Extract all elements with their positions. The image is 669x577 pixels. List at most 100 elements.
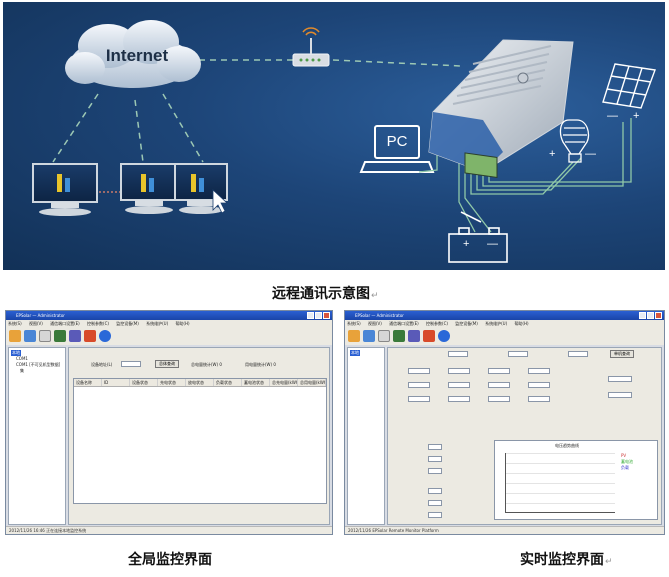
tree-item[interactable]: COM1 <box>16 356 28 361</box>
chart-icon[interactable] <box>393 330 405 342</box>
router-icon <box>292 27 330 67</box>
menu-monitor[interactable]: 监控设备(M) <box>116 321 139 326</box>
col-device-state[interactable]: 设备状态 <box>130 379 158 386</box>
maximize-button[interactable] <box>647 312 654 319</box>
menu-maintenance[interactable]: 系统维护(U) <box>146 321 169 326</box>
readout-field <box>528 382 550 388</box>
realtime-toolbar <box>345 327 664 345</box>
menu-system[interactable]: 系统(S) <box>347 321 361 326</box>
menu-view[interactable]: 视图(V) <box>367 321 382 326</box>
lamp-minus-label: — <box>585 148 596 160</box>
diagram-drawing <box>32 20 656 263</box>
col-battery-state[interactable]: 蓄电池状态 <box>242 379 270 386</box>
col-discharge-state[interactable]: 放电状态 <box>186 379 214 386</box>
print-icon[interactable] <box>84 330 96 342</box>
legend-battery: 蓄电池 <box>621 459 633 464</box>
chart-icon[interactable] <box>54 330 66 342</box>
id-field[interactable] <box>568 351 588 357</box>
caption-realtime: 实时监控界面↵ <box>520 549 613 569</box>
side-field <box>428 468 442 474</box>
network-links <box>52 59 462 193</box>
tree-root[interactable]: 本地 <box>350 350 360 356</box>
global-toolbar <box>6 327 332 345</box>
menu-port[interactable]: 通信端口设置(E) <box>389 321 419 326</box>
computer-right <box>174 163 229 214</box>
global-device-table: 设备名称 ID 设备状态 充电状态 放电状态 负载状态 蓄电池状态 总充电量(k… <box>73 378 327 504</box>
realtime-device-tree: 本地 <box>347 347 385 525</box>
readout-field <box>608 376 632 382</box>
legend-pv: PV <box>621 453 627 458</box>
realtime-monitor-window: EPSolar — Administrator 系统(S) 视图(V) 通信端口… <box>344 310 665 535</box>
power-icon[interactable] <box>438 330 450 342</box>
device-address-field[interactable] <box>121 361 141 367</box>
realtime-title-bar: EPSolar — Administrator <box>345 311 664 320</box>
panel-minus-label: — <box>607 110 618 122</box>
close-button[interactable] <box>323 312 330 319</box>
menu-control[interactable]: 控制参数(C) <box>426 321 448 326</box>
menu-maintenance[interactable]: 系统维护(U) <box>485 321 508 326</box>
legend-load: 负载 <box>621 465 629 470</box>
power-icon[interactable] <box>99 330 111 342</box>
network-diagram: Internet PC — + + — + — <box>3 2 665 270</box>
readout-field <box>608 392 632 398</box>
document-icon[interactable] <box>39 330 51 342</box>
solar-panel-icon <box>602 63 656 109</box>
menu-port[interactable]: 通信端口设置(E) <box>50 321 80 326</box>
overall-query-button[interactable]: 总体查询 <box>155 360 179 368</box>
caption-global: 全局监控界面 <box>128 552 212 568</box>
tree-item[interactable]: COM1 [不可见机型数据] <box>16 362 61 367</box>
document-icon[interactable] <box>378 330 390 342</box>
close-button[interactable] <box>655 312 662 319</box>
menu-view[interactable]: 视图(V) <box>28 321 43 326</box>
readout-field <box>448 368 470 374</box>
menu-help[interactable]: 帮助(H) <box>175 321 190 326</box>
computer-middle <box>120 163 178 214</box>
readout-field <box>448 396 470 402</box>
readout-field <box>448 382 470 388</box>
settings-icon[interactable] <box>69 330 81 342</box>
lamp-plus-label: + <box>549 148 556 160</box>
menu-control[interactable]: 控制参数(C) <box>87 321 109 326</box>
realtime-window-title: EPSolar — Administrator <box>355 313 404 318</box>
col-load-state[interactable]: 负载状态 <box>214 379 242 386</box>
settings-icon[interactable] <box>408 330 420 342</box>
tree-item[interactable]: 集 <box>20 368 24 373</box>
col-charge-state[interactable]: 充电状态 <box>158 379 186 386</box>
minimize-button[interactable] <box>307 312 314 319</box>
side-field <box>428 488 442 494</box>
menu-system[interactable]: 系统(S) <box>8 321 22 326</box>
users-icon[interactable] <box>24 330 36 342</box>
user-icon[interactable] <box>9 330 21 342</box>
users-icon[interactable] <box>363 330 375 342</box>
laptop-icon <box>359 125 435 173</box>
side-field <box>428 456 442 462</box>
mouse-cursor-icon <box>212 189 229 214</box>
port-field[interactable] <box>508 351 528 357</box>
voltage-trend-chart: 电压趋势曲线 PV 蓄电池 负载 <box>494 440 658 520</box>
menu-monitor[interactable]: 监控设备(M) <box>455 321 478 326</box>
charge-controller <box>428 39 574 178</box>
address-field[interactable] <box>448 351 468 357</box>
menu-help[interactable]: 帮助(H) <box>514 321 529 326</box>
maximize-button[interactable] <box>315 312 322 319</box>
readout-field <box>488 382 510 388</box>
single-query-button[interactable]: 单机查询 <box>610 350 634 358</box>
return-mark: ↵ <box>371 291 379 301</box>
chart-plot-area <box>505 453 615 513</box>
col-total-charge[interactable]: 总充电量(kWh) <box>272 379 298 386</box>
tree-root[interactable]: 本地 <box>11 350 21 356</box>
minimize-button[interactable] <box>639 312 646 319</box>
total-usage-stat: 用电量统计(W) 0 <box>245 362 276 367</box>
global-window-title: EPSolar — Administrator <box>16 313 65 318</box>
readout-field <box>528 396 550 402</box>
internet-label: Internet <box>105 46 169 65</box>
caption-diagram-text: 远程通讯示意图 <box>272 286 370 302</box>
realtime-menu-bar: 系统(S) 视图(V) 通信端口设置(E) 控制参数(C) 监控设备(M) 系统… <box>345 320 664 327</box>
chart-title: 电压趋势曲线 <box>555 443 579 448</box>
print-icon[interactable] <box>423 330 435 342</box>
user-icon[interactable] <box>348 330 360 342</box>
global-menu-bar: 系统(S) 视图(V) 通信端口设置(E) 控制参数(C) 监控设备(M) 系统… <box>6 320 332 327</box>
col-id[interactable]: ID <box>102 379 130 386</box>
col-total-usage[interactable]: 总用电量(kWh) <box>300 379 326 386</box>
col-device-name[interactable]: 设备名称 <box>74 379 102 386</box>
